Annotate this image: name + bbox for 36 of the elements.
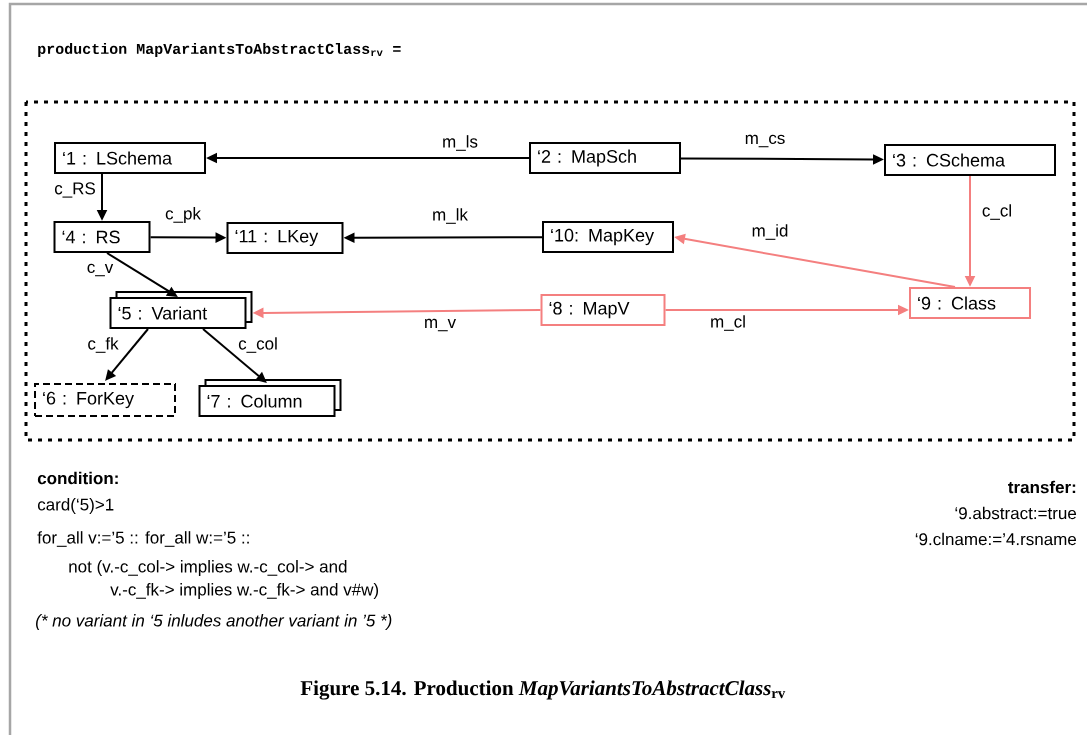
object-box: ‘8 : MapV <box>540 294 666 326</box>
text-line: for_all v:=’5 :: for_all w:=’5 :: <box>37 531 249 547</box>
edge-label: c_cl <box>982 204 1011 220</box>
arrow <box>105 328 149 381</box>
edge-label: m_v <box>425 318 456 332</box>
edge-label: m_lk <box>433 208 468 224</box>
object-box: ‘9 : Class <box>909 287 1031 319</box>
dashed-object-box: ‘6 : ForKey <box>34 383 176 417</box>
edge-label: m_cs <box>745 134 785 148</box>
edge-label: m_ls <box>443 135 478 151</box>
text-line: card(‘5)>1 <box>37 498 114 514</box>
edge-label: c_col <box>238 337 277 353</box>
text-line: condition: <box>37 471 118 485</box>
object-box: ‘1 : LSchema <box>54 142 206 174</box>
text-line: (* no variant in ‘5 inludes another variant in ’5 *) <box>36 614 392 630</box>
arrow <box>202 328 267 383</box>
object-box: ‘4 : RS <box>53 221 151 253</box>
object-box: ‘10: MapKey <box>542 221 674 253</box>
object-box: ‘2 : MapSch <box>529 142 681 174</box>
edge-label: c_fk <box>88 337 119 353</box>
edge-label: m_id <box>752 224 788 240</box>
text-line: ‘9.clname:=’4.rsname <box>915 532 1077 546</box>
edge-label: c_pk <box>165 207 201 223</box>
object-box: ‘11 : LKey <box>226 222 344 254</box>
edge-label: m_cl <box>711 315 745 331</box>
text-line: not (v.-c_col-> implies w.-c_col-> and <box>69 560 347 576</box>
text-line: transfer: <box>1008 480 1076 494</box>
stacked-object-box: ‘5 : Variant <box>109 291 253 329</box>
figure-caption: Figure 5.14. Production MapVariantsToAbstractClass$_{rv}$ <box>300 680 786 700</box>
edge-label: c_v <box>87 263 114 277</box>
text-line: v.-c_fk-> implies w.-c_fk-> and v#w) <box>110 583 379 599</box>
text-line: ‘9.abstract:=true <box>955 506 1077 520</box>
title: production MapVariantsToAbstractClass$_{rv}$ = <box>38 43 401 57</box>
stacked-object-box: ‘7 : Column <box>198 379 342 417</box>
object-box: ‘3 : CSchema <box>884 144 1056 176</box>
edge-label: c_RS <box>54 182 95 198</box>
